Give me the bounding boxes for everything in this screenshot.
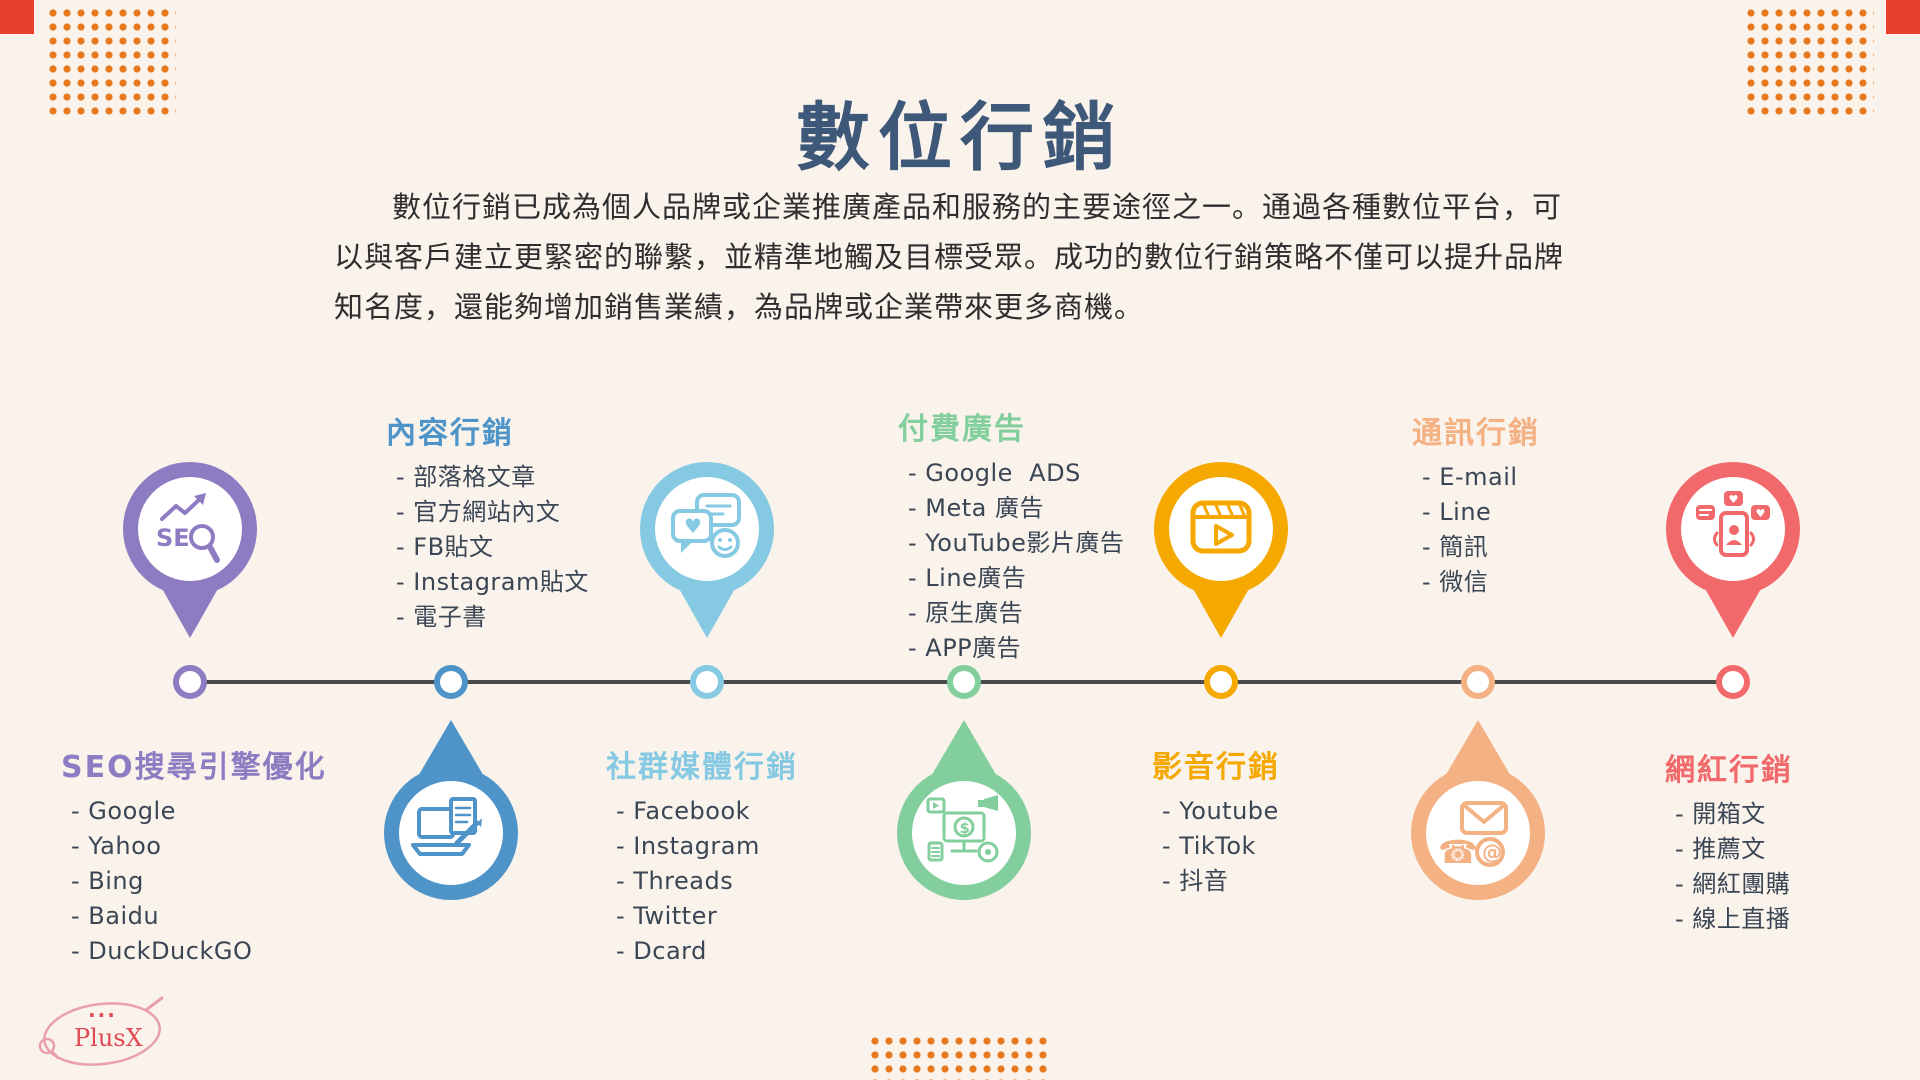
category-title-video-marketing: 影音行銷 [1152, 750, 1280, 785]
pin-circle: ♥ [640, 462, 774, 596]
laptop-document-icon [411, 797, 482, 856]
category-block-paid-ads: 付費廣告 - Google ADS - Meta 廣告 - YouTube影片廣… [898, 404, 1124, 666]
svg-text:♥: ♥ [1729, 493, 1739, 506]
list-item: - 抖音 [1162, 867, 1229, 895]
list-item: - 開箱文 [1675, 800, 1766, 828]
list-item: - 線上直播 [1675, 905, 1791, 933]
list-item: - TikTok [1162, 832, 1256, 860]
category-title-paid-ads: 付費廣告 [898, 412, 1026, 447]
pin-influencer-marketing: ♥ ♥ [1666, 462, 1800, 638]
list-item: - Facebook [616, 797, 751, 825]
pin-social-media: ♥ [640, 462, 774, 638]
ads-monitor-icon: $ [926, 795, 999, 863]
svg-text:@: @ [1482, 840, 1502, 864]
mail-phone-icon: ☎ @ [1438, 801, 1508, 871]
list-item: - 簡訊 [1422, 533, 1489, 561]
logo-dots-text: ... [88, 998, 117, 1022]
svg-text:☎: ☎ [1438, 833, 1478, 871]
pin-paid-ads: $ [897, 720, 1031, 900]
timeline-node-messaging [1461, 665, 1495, 699]
category-title-content-marketing: 內容行銷 [386, 416, 514, 451]
list-item: - FB貼文 [396, 533, 494, 561]
pin-circle [1154, 462, 1288, 596]
timeline-node-social [690, 665, 724, 699]
list-item: - Instagram貼文 [396, 568, 589, 596]
pin-seo: SE [123, 462, 257, 638]
logo-name-text: PlusX [74, 1024, 143, 1052]
svg-text:♥: ♥ [684, 514, 702, 538]
category-title-influencer-marketing: 網紅行銷 [1665, 753, 1793, 788]
list-item: - 網紅團購 [1675, 870, 1791, 898]
category-block-video-marketing: 影音行銷 - Youtube - TikTok - 抖音 [1152, 742, 1280, 899]
clapperboard-icon [1190, 500, 1252, 554]
list-item: - Youtube [1162, 797, 1279, 825]
list-item: - Line廣告 [908, 564, 1027, 592]
category-block-seo: SEO搜尋引擎優化 - Google - Yahoo - Bing - Baid… [61, 742, 327, 969]
category-block-social-media: 社群媒體行銷 - Facebook - Instagram - Threads … [606, 742, 798, 969]
category-title-messaging-marketing: 通訊行銷 [1412, 416, 1540, 451]
pin-circle: ☎ @ [1411, 766, 1545, 900]
list-item: - Threads [616, 867, 734, 895]
timeline-node-video [1204, 665, 1238, 699]
influencer-phone-icon: ♥ ♥ [1696, 491, 1770, 557]
timeline-node-content [434, 665, 468, 699]
intro-paragraph: 數位行銷已成為個人品牌或企業推廣產品和服務的主要途徑之一。通過各種數位平台，可以… [334, 190, 1565, 324]
logo-sketch-icon [38, 996, 164, 1066]
corner-square-top-right [1886, 0, 1920, 34]
category-title-social-media: 社群媒體行銷 [606, 750, 798, 785]
category-title-seo: SEO搜尋引擎優化 [61, 750, 327, 785]
list-item: - 推薦文 [1675, 835, 1766, 863]
corner-square-top-left [0, 0, 34, 34]
pin-content-marketing [384, 720, 518, 900]
pin-circle: ♥ ♥ [1666, 462, 1800, 596]
dot-pattern-top-left [46, 6, 176, 118]
timeline-node-paid-ads [947, 665, 981, 699]
pin-messaging-marketing: ☎ @ [1411, 720, 1545, 900]
list-item: - 原生廣告 [908, 599, 1024, 627]
svg-text:♥: ♥ [1756, 507, 1766, 520]
category-block-messaging-marketing: 通訊行銷 - E-mail - Line - 簡訊 - 微信 [1412, 408, 1540, 600]
svg-text:SE: SE [156, 524, 190, 552]
timeline-node-seo [173, 665, 207, 699]
list-item: - Yahoo [71, 832, 162, 860]
list-item: - APP廣告 [908, 634, 1022, 662]
list-item: - Line [1422, 498, 1492, 526]
pin-circle: SE [123, 462, 257, 596]
svg-text:$: $ [960, 819, 970, 837]
category-block-influencer-marketing: 網紅行銷 - 開箱文 - 推薦文 - 網紅團購 - 線上直播 [1665, 745, 1793, 937]
list-item: - 官方網站內文 [396, 498, 561, 526]
dot-pattern-bottom-center [868, 1034, 1050, 1080]
list-item: - Bing [71, 867, 144, 895]
list-item: - Baidu [71, 902, 160, 930]
pin-video-marketing [1154, 462, 1288, 638]
list-item: - Google ADS [908, 459, 1081, 487]
list-item: - 電子書 [396, 603, 487, 631]
list-item: - E-mail [1422, 463, 1518, 491]
list-item: - 部落格文章 [396, 463, 536, 491]
list-item: - Twitter [616, 902, 718, 930]
list-item: - Meta 廣告 [908, 494, 1045, 522]
pin-circle: $ [897, 766, 1031, 900]
social-chat-bubbles-icon: ♥ [671, 493, 741, 558]
list-item: - Dcard [616, 937, 707, 965]
category-block-content-marketing: 內容行銷 - 部落格文章 - 官方網站內文 - FB貼文 - Instagram… [386, 408, 589, 635]
list-item: - Instagram [616, 832, 760, 860]
list-item: - 微信 [1422, 568, 1489, 596]
page-title: 數位行銷 [796, 95, 1124, 181]
timeline-node-influencer [1716, 665, 1750, 699]
list-item: - DuckDuckGO [71, 937, 253, 965]
list-item: - YouTube影片廣告 [908, 529, 1125, 557]
dot-pattern-top-right [1744, 6, 1874, 118]
list-item: - Google [71, 797, 176, 825]
plusx-logo: ... PlusX [30, 990, 170, 1076]
pin-circle [384, 766, 518, 900]
seo-magnifier-icon: SE [156, 493, 220, 563]
